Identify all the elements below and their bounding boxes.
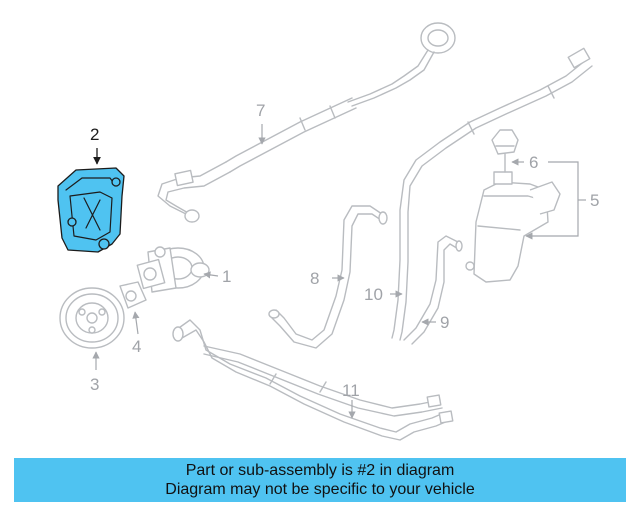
leader-4 [132, 311, 140, 335]
callout-8[interactable]: 8 [310, 269, 319, 288]
pressure-hose-part-7[interactable] [157, 22, 456, 223]
leader-5 [532, 161, 579, 237]
caption-line-1: Part or sub-assembly is #2 in diagram [185, 462, 455, 479]
bracket-part-2[interactable] [57, 167, 125, 253]
steering-pump-part-1[interactable] [136, 246, 210, 293]
caption-banner: Part or sub-assembly is #2 in diagram Di… [14, 458, 626, 502]
suction-hose-part-8[interactable] [268, 205, 388, 349]
gasket-part-4[interactable] [119, 281, 147, 309]
callout-7[interactable]: 7 [256, 101, 265, 120]
callout-9[interactable]: 9 [440, 313, 449, 332]
parts-diagram: 2 1 3 4 7 8 10 9 6 5 11 [57, 22, 599, 441]
callout-5[interactable]: 5 [590, 191, 599, 210]
reservoir-part-5[interactable] [465, 171, 561, 283]
pressure-lines-part-11[interactable] [172, 319, 454, 441]
callout-3[interactable]: 3 [90, 375, 99, 394]
callout-2[interactable]: 2 [90, 125, 99, 144]
return-hose-part-10[interactable] [391, 47, 593, 341]
callout-4[interactable]: 4 [132, 337, 141, 356]
callout-11[interactable]: 11 [342, 381, 360, 400]
return-hose-part-9[interactable] [403, 235, 463, 345]
reservoir-cap-part-6[interactable] [491, 129, 519, 173]
caption-line-2: Diagram may not be specific to your vehi… [165, 481, 475, 498]
callout-6[interactable]: 6 [529, 153, 538, 172]
callout-1[interactable]: 1 [222, 267, 231, 286]
callout-10[interactable]: 10 [364, 285, 383, 304]
leader-1 [203, 271, 219, 279]
pulley-part-3[interactable] [59, 287, 125, 349]
